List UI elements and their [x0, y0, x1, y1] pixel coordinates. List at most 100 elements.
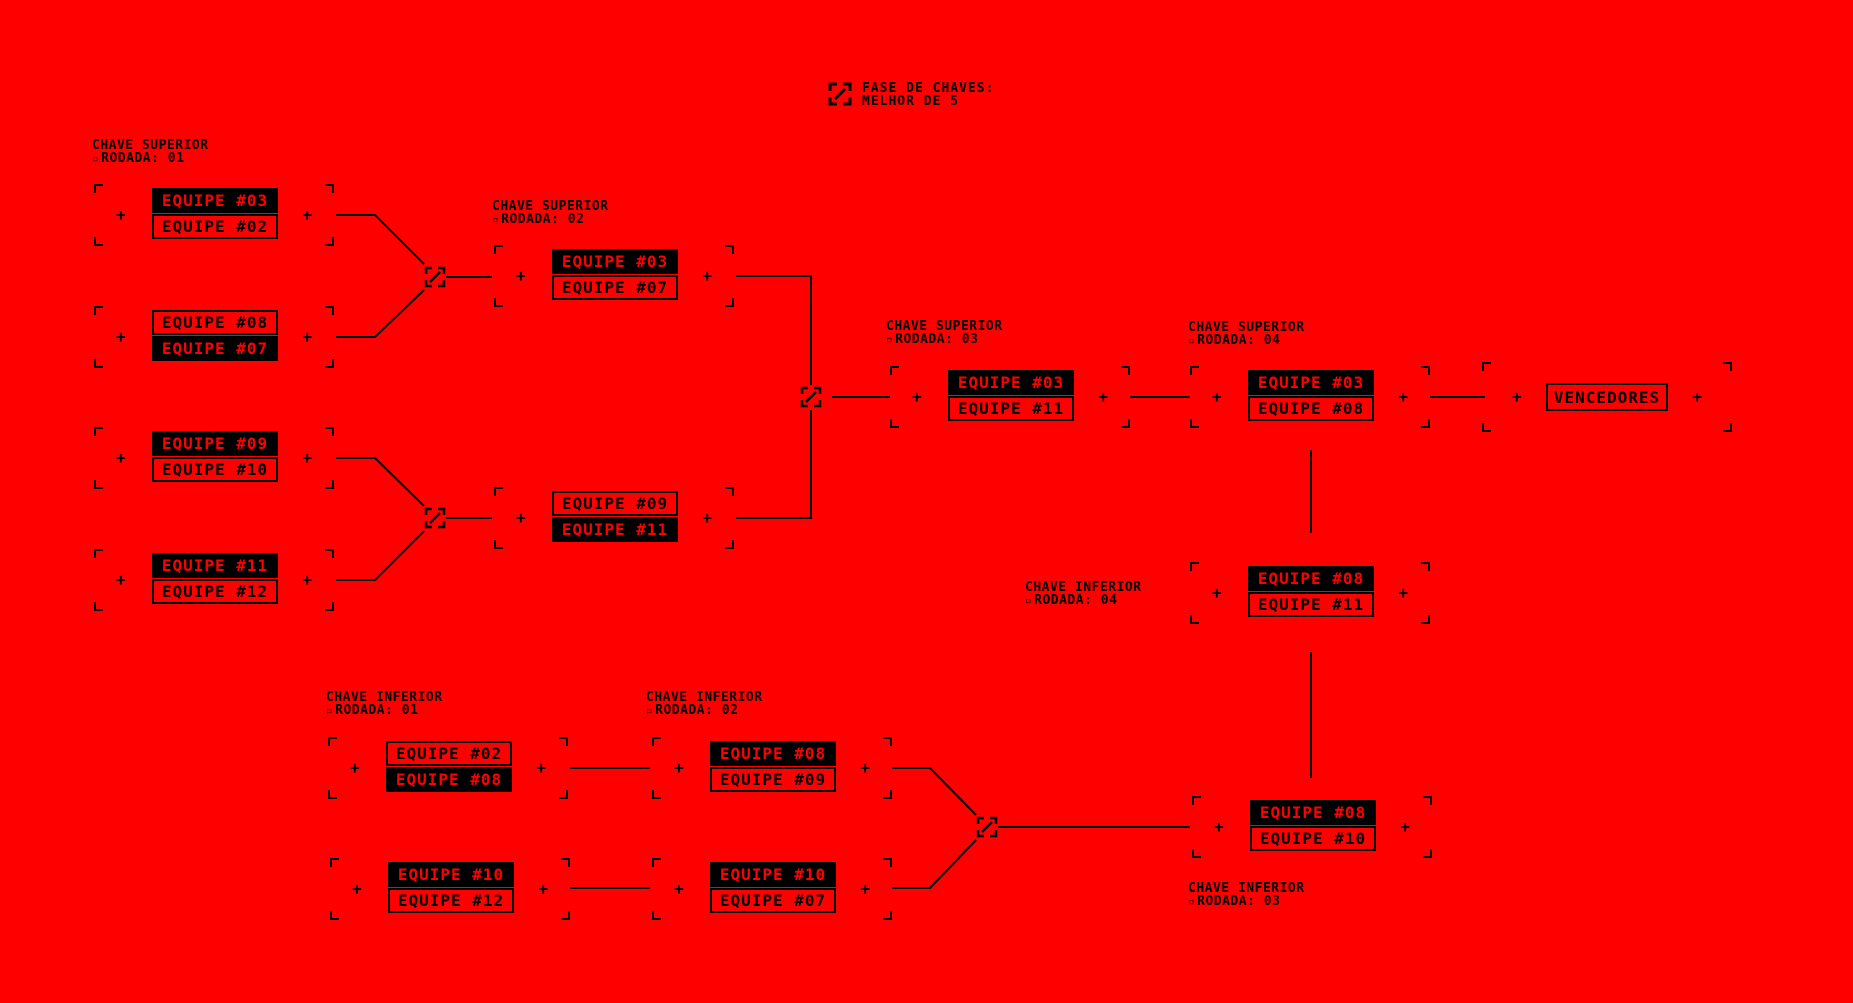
plus-icon: + — [116, 327, 126, 346]
final-winners[interactable]: + VENCEDORES + — [1482, 362, 1732, 432]
bracket-node-icon — [828, 82, 852, 106]
plus-icon: + — [1098, 387, 1108, 406]
team-slot-bottom[interactable]: EQUIPE #07 — [552, 275, 678, 300]
team-slot-bottom[interactable]: EQUIPE #07 — [152, 336, 278, 361]
header-line-2: MELHOR DE 5 — [862, 94, 960, 109]
team-slot-top[interactable]: EQUIPE #08 — [710, 741, 836, 766]
plus-icon: + — [1400, 817, 1410, 836]
team-slot-bottom[interactable]: EQUIPE #10 — [1250, 826, 1376, 851]
team-slot-top[interactable]: EQUIPE #09 — [552, 491, 678, 516]
label-ub-r2: CHAVE SUPERIOR RODADA: 02 — [492, 200, 609, 226]
team-slot-top[interactable]: EQUIPE #09 — [152, 431, 278, 456]
connector-lb2-m1 — [892, 767, 977, 816]
plus-icon: + — [116, 448, 126, 467]
team-slot-top[interactable]: EQUIPE #08 — [152, 310, 278, 335]
plus-icon: + — [302, 448, 312, 467]
connector-ub1-m1 — [336, 214, 425, 265]
plus-icon: + — [352, 879, 362, 898]
label-lb-r4: CHAVE INFERIOR RODADA: 04 — [1025, 581, 1142, 607]
team-slot-top[interactable]: EQUIPE #10 — [388, 862, 514, 887]
plus-icon: + — [116, 205, 126, 224]
plus-icon: + — [912, 387, 922, 406]
plus-icon: + — [702, 508, 712, 527]
team-slot-top[interactable]: EQUIPE #11 — [152, 553, 278, 578]
plus-icon: + — [860, 879, 870, 898]
team-slot-bottom[interactable]: EQUIPE #12 — [152, 579, 278, 604]
team-slot-top[interactable]: EQUIPE #02 — [386, 741, 512, 766]
team-slot-top[interactable]: EQUIPE #03 — [152, 188, 278, 213]
plus-icon: + — [1212, 583, 1222, 602]
bracket-node-icon — [424, 507, 446, 529]
label-lb-r1: CHAVE INFERIOR RODADA: 01 — [326, 691, 443, 717]
plus-icon: + — [302, 205, 312, 224]
plus-icon: + — [116, 570, 126, 589]
team-slot-bottom[interactable]: EQUIPE #11 — [1248, 592, 1374, 617]
winners-box: VENCEDORES — [1546, 383, 1668, 411]
team-slot-top[interactable]: EQUIPE #03 — [552, 249, 678, 274]
team-slot-bottom[interactable]: EQUIPE #11 — [948, 396, 1074, 421]
team-slot-top[interactable]: EQUIPE #03 — [948, 370, 1074, 395]
team-slot-top[interactable]: EQUIPE #10 — [710, 862, 836, 887]
plus-icon: + — [1398, 583, 1408, 602]
team-slot-bottom[interactable]: EQUIPE #07 — [710, 888, 836, 913]
label-ub-r1: CHAVE SUPERIOR RODADA: 01 — [92, 139, 209, 165]
connector-ub1-m3 — [336, 457, 425, 507]
label-ub-r4: CHAVE SUPERIOR RODADA: 04 — [1188, 321, 1305, 347]
connector-ub1-m4 — [336, 530, 425, 581]
connector-lb2-m2 — [892, 839, 977, 889]
plus-icon: + — [674, 879, 684, 898]
plus-icon: + — [1512, 387, 1522, 406]
team-slot-top[interactable]: EQUIPE #08 — [1248, 566, 1374, 591]
stage-header: FASE DE CHAVES: MELHOR DE 5 — [828, 82, 994, 108]
plus-icon: + — [302, 570, 312, 589]
team-slot-bottom[interactable]: EQUIPE #08 — [1248, 396, 1374, 421]
team-slot-bottom[interactable]: EQUIPE #09 — [710, 767, 836, 792]
team-slot-top[interactable]: EQUIPE #08 — [1250, 800, 1376, 825]
plus-icon: + — [538, 879, 548, 898]
plus-icon: + — [702, 266, 712, 285]
team-slot-bottom[interactable]: EQUIPE #10 — [152, 457, 278, 482]
header-line-1: FASE DE CHAVES: — [862, 81, 995, 96]
team-slot-bottom[interactable]: EQUIPE #08 — [386, 767, 512, 792]
team-slot-top[interactable]: EQUIPE #03 — [1248, 370, 1374, 395]
team-slot-bottom[interactable]: EQUIPE #12 — [388, 888, 514, 913]
plus-icon: + — [350, 758, 360, 777]
bracket-node-icon — [424, 266, 446, 288]
plus-icon: + — [674, 758, 684, 777]
label-lb-r2: CHAVE INFERIOR RODADA: 02 — [646, 691, 763, 717]
plus-icon: + — [860, 758, 870, 777]
team-slot-bottom[interactable]: EQUIPE #02 — [152, 214, 278, 239]
plus-icon: + — [536, 758, 546, 777]
label-lb-r3: CHAVE INFERIOR RODADA: 03 — [1188, 882, 1305, 908]
team-slot-bottom[interactable]: EQUIPE #11 — [552, 517, 678, 542]
plus-icon: + — [1212, 387, 1222, 406]
